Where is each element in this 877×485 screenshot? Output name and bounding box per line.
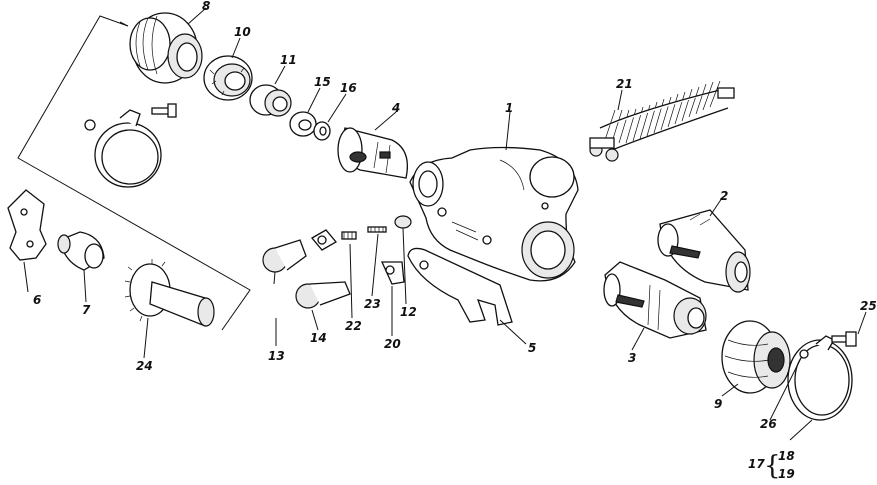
leader-lines [23, 7, 867, 441]
part-11-bushing [249, 84, 292, 117]
part-5-bracket [407, 247, 513, 326]
label-15: 15 [314, 75, 331, 89]
part-4-sleeve [337, 127, 409, 179]
label-12: 12 [400, 305, 417, 319]
part-9-boot [721, 320, 791, 394]
label-16: 16 [340, 81, 357, 95]
part-20-stop [380, 261, 405, 285]
label-4: 4 [391, 101, 400, 115]
part-6-bracket [7, 189, 47, 261]
part-1-housing [409, 146, 579, 282]
label-13: 13 [268, 349, 285, 363]
part-15-washer [289, 111, 317, 137]
label-18: 18 [778, 449, 795, 463]
label-9: 9 [714, 397, 722, 411]
clamp-left [84, 103, 177, 188]
label-22: 22 [345, 319, 362, 333]
part-16-lock-washer [313, 121, 331, 141]
label-20: 20 [384, 337, 401, 351]
part-2-piston [657, 209, 751, 293]
label-26: 26 [760, 417, 777, 431]
label-24: 24 [136, 359, 153, 373]
label-7: 7 [82, 303, 91, 317]
label-8: 8 [202, 0, 210, 13]
part-3-piston [603, 261, 707, 339]
part-washer-13 [311, 229, 337, 251]
label-17: 17 [748, 457, 765, 471]
part-labels: 1 2 3 4 5 6 7 8 9 10 11 12 13 14 15 16 1… [33, 0, 877, 481]
part-24-gear-shaft [124, 259, 215, 327]
label-1: 1 [505, 101, 513, 115]
part-25-bolt [831, 331, 857, 347]
label-23: 23 [364, 297, 381, 311]
brace-17: { [764, 451, 781, 481]
part-10-bearing [203, 55, 253, 101]
label-5: 5 [528, 341, 536, 355]
part-7-plug [57, 231, 105, 271]
label-19: 19 [778, 467, 795, 481]
label-10: 10 [234, 25, 251, 39]
label-11: 11 [280, 53, 297, 67]
part-12-plunger [394, 215, 412, 229]
part-14-valve [295, 281, 351, 309]
part-21-spring [589, 80, 735, 162]
part-22-spring [341, 231, 357, 240]
label-21: 21 [616, 77, 633, 91]
label-25: 25 [860, 299, 877, 313]
label-3: 3 [628, 351, 636, 365]
bracket-frame [17, 15, 251, 331]
part-8-boot [129, 12, 203, 84]
part-26-nut [799, 349, 809, 359]
label-6: 6 [33, 293, 41, 307]
label-14: 14 [310, 331, 327, 345]
part-17-clamp [787, 335, 853, 421]
part-23-spring [367, 226, 387, 233]
label-2: 2 [720, 189, 728, 203]
part-13-plug [262, 239, 307, 273]
